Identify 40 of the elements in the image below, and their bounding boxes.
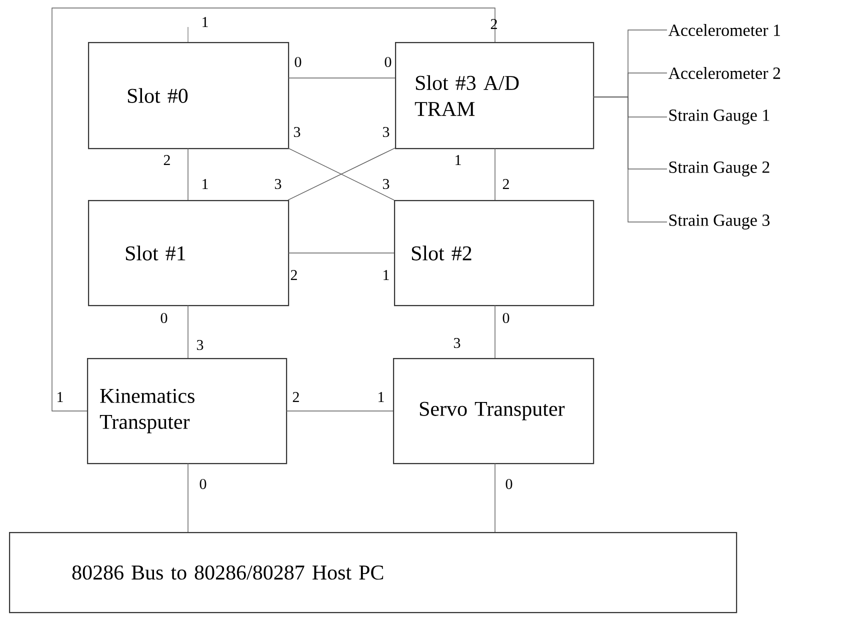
port-number: 0 bbox=[502, 312, 510, 324]
port-number: 1 bbox=[456, 155, 461, 165]
sensor-label: Strain Gauge 1 bbox=[669, 110, 770, 124]
module-box: Servo Transputer bbox=[393, 358, 594, 464]
connector-line bbox=[52, 8, 496, 412]
port-number: 0 bbox=[294, 56, 302, 68]
port-number: 0 bbox=[160, 312, 168, 324]
port-number: 1 bbox=[378, 392, 384, 402]
module-box: Slot #2 bbox=[394, 200, 594, 306]
port-number: 1 bbox=[202, 179, 208, 189]
connector-line bbox=[592, 96, 668, 222]
connector-line bbox=[288, 252, 394, 254]
bus-box: 80286 Bus to 80286/80287 Host PC bbox=[9, 532, 738, 614]
port-number: 0 bbox=[200, 478, 206, 490]
port-number: 3 bbox=[382, 178, 390, 190]
port-number: 2 bbox=[502, 179, 509, 189]
port-number: 0 bbox=[506, 478, 512, 490]
port-number: 3 bbox=[196, 340, 204, 350]
sensor-label: Strain Gauge 2 bbox=[669, 162, 770, 176]
port-number: 2 bbox=[292, 392, 299, 402]
sensor-label: Strain Gauge 3 bbox=[669, 214, 770, 230]
connector-line bbox=[286, 410, 394, 412]
connector-line bbox=[494, 462, 496, 532]
port-number: 3 bbox=[382, 126, 390, 138]
port-number: 0 bbox=[384, 56, 392, 68]
connector-line bbox=[494, 304, 496, 358]
port-number: 1 bbox=[202, 17, 208, 27]
module-box: Slot #1 bbox=[88, 200, 290, 306]
port-number: 2 bbox=[490, 19, 497, 29]
module-box: Slot #0 bbox=[88, 42, 290, 150]
port-number: 3 bbox=[454, 338, 460, 348]
module-box: Slot #3 A/D TRAM bbox=[395, 42, 594, 150]
connector-line bbox=[494, 148, 496, 200]
sensor-label: Accelerometer 1 bbox=[668, 24, 780, 36]
port-number: 3 bbox=[294, 126, 300, 138]
port-number: 2 bbox=[164, 155, 170, 165]
port-number: 1 bbox=[58, 392, 63, 402]
module-box: Kinematics Transputer bbox=[87, 358, 288, 464]
sensor-label: Accelerometer 2 bbox=[668, 67, 780, 79]
port-number: 3 bbox=[274, 178, 282, 190]
